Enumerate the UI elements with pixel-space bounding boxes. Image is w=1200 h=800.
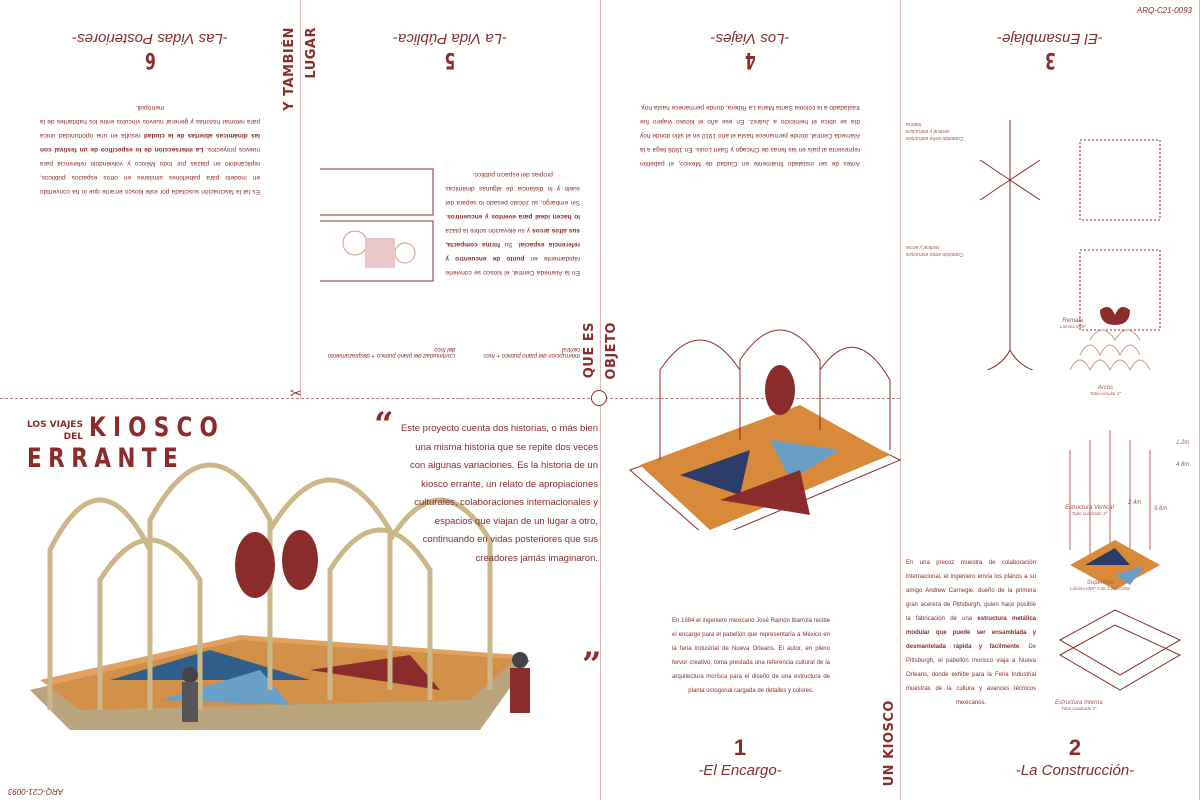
- title-errante: ERRANTE: [27, 443, 185, 474]
- label-que-es: QUE ES: [582, 322, 597, 379]
- section-1-number: 1: [733, 735, 747, 760]
- section-6-panel: Es tal la fascinación suscitada por este…: [0, 0, 300, 398]
- section-6-number: 6: [144, 47, 156, 72]
- cut-line: [0, 398, 600, 399]
- assembly-diagram: [969, 120, 1161, 370]
- dimension-4-8m: 4.8m: [1176, 462, 1190, 468]
- section-2-title: -La Construcción-: [1015, 762, 1135, 779]
- section-5-panel: Interrupción del plano público + foco ce…: [300, 0, 600, 398]
- rotate-arrow-icon: [591, 390, 607, 406]
- dimension-1-2m: 1.2m: [1176, 440, 1190, 446]
- caption-interruption: Interrupción del plano público + foco ce…: [483, 346, 580, 358]
- label-conexion-arcos: Conexión entre estructura vertical y arc…: [906, 244, 964, 257]
- section-4-number: 4: [744, 47, 756, 72]
- kiosk-illustration: [30, 462, 530, 730]
- title-small-line-2: DEL: [63, 432, 83, 442]
- dimension-2-4m: 2.4m: [1128, 500, 1142, 506]
- label-un-kiosco: UN KIOSCO: [882, 700, 897, 787]
- alameda-site-plan: [320, 168, 434, 282]
- dimension-9-6m: 9.6m: [1154, 506, 1168, 512]
- label-y-tambien: Y TAMBIÉN: [282, 27, 297, 111]
- section-5-captions: Interrupción del plano público + foco ce…: [320, 346, 580, 358]
- isometric-kiosk: [629, 329, 902, 530]
- section-5-text: En la Alameda Central, el kiosco se conv…: [445, 171, 580, 276]
- title-kiosco: KIOSCO: [88, 412, 226, 443]
- section-6-title: -Las Vidas Posteriores-: [72, 30, 228, 47]
- open-quote-mark: “: [374, 405, 394, 445]
- caption-continuity: Continuidad del plano público + desplaza…: [327, 346, 456, 358]
- intro-text: Este proyecto cuenta dos historias, o má…: [401, 423, 598, 564]
- section-5-title: -La Vida Pública-: [393, 30, 507, 47]
- section-6-text: Es tal la fascinación suscitada por este…: [40, 104, 260, 195]
- section-3-title: -El Ensamblaje-: [997, 30, 1103, 47]
- section-5-number: 5: [444, 47, 456, 72]
- exploded-diagram: [1058, 306, 1182, 691]
- close-quote-mark: ”: [582, 645, 602, 685]
- title-small-line-1: LOS VIAJES: [27, 420, 83, 430]
- cut-line: [600, 398, 900, 399]
- section-4-text: Antes de ser instalado finalmente en Ciu…: [640, 104, 860, 167]
- section-2-text: En una precoz muestra de colaboración in…: [906, 560, 1037, 706]
- label-conexion-interna: Conexión entre estructura vertical y est…: [906, 121, 964, 141]
- section-1-title: -El Encargo-: [698, 762, 782, 779]
- label-objeto: OBJETO: [604, 322, 619, 380]
- poster-title: LOS VIAJES DEL KIOSCO ERRANTE: [27, 412, 259, 474]
- section-3-number: 3: [1044, 47, 1056, 72]
- fold-line: [900, 0, 901, 800]
- sheet-code-inverted: ARQ-C21-0093: [8, 787, 64, 796]
- scissors-icon: ✂: [290, 385, 302, 401]
- fold-line: [300, 0, 301, 398]
- section-2-number: 2: [1068, 735, 1082, 760]
- section-1-text: En 1884 el ingeniero mexicano José Ramón…: [672, 618, 830, 694]
- section-3-panel: 3 -El Ensamblaje-: [900, 0, 1200, 398]
- sheet-code: ARQ-C21-0093: [1136, 6, 1192, 15]
- section-4-title: -Los Viajes-: [710, 30, 790, 47]
- label-lugar: LUGAR: [304, 27, 319, 79]
